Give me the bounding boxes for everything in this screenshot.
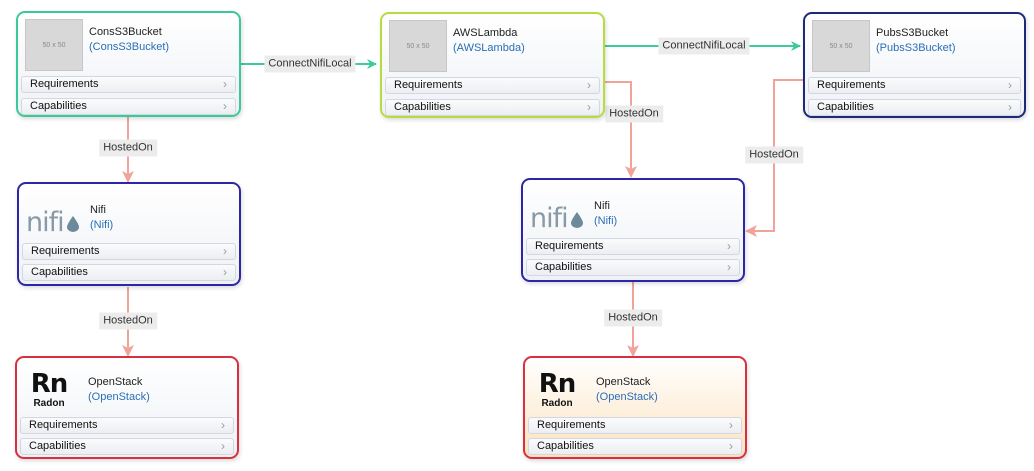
node-pubs-s3-bucket[interactable]: 50 x 50 PubsS3Bucket (PubsS3Bucket) Requ… bbox=[803, 12, 1026, 118]
capabilities-section[interactable]: Capabilities › bbox=[808, 99, 1021, 116]
edge-label-hosted-1: HostedOn bbox=[99, 139, 157, 157]
nifi-logo-text: nifi bbox=[26, 207, 65, 238]
placeholder-image-icon: 50 x 50 bbox=[812, 20, 870, 72]
requirements-label: Requirements bbox=[31, 245, 100, 257]
node-type: (AWSLambda) bbox=[453, 42, 525, 54]
chevron-right-icon: › bbox=[221, 418, 225, 432]
nifi-logo-icon: nifi bbox=[530, 194, 588, 234]
requirements-label: Requirements bbox=[535, 240, 604, 252]
radon-logo-text: Radon bbox=[541, 398, 573, 409]
capabilities-label: Capabilities bbox=[817, 101, 874, 113]
requirements-section[interactable]: Requirements › bbox=[808, 77, 1021, 94]
requirements-section[interactable]: Requirements › bbox=[22, 243, 236, 260]
requirements-section[interactable]: Requirements › bbox=[20, 417, 234, 434]
requirements-label: Requirements bbox=[817, 79, 886, 91]
node-type: (Nifi) bbox=[594, 215, 618, 227]
radon-logo-symbol: Rn bbox=[30, 369, 69, 399]
radon-logo-text: Radon bbox=[33, 398, 65, 409]
requirements-section[interactable]: Requirements › bbox=[385, 77, 600, 94]
node-openstack-left[interactable]: Rn Radon OpenStack (OpenStack) Requireme… bbox=[15, 356, 239, 459]
edge-label-connect-2: ConnectNifiLocal bbox=[658, 37, 750, 55]
edge-lambda-hosted-nifi bbox=[604, 81, 637, 178]
edge-label-hosted-5: HostedOn bbox=[604, 309, 662, 327]
edge-label-hosted-2: HostedOn bbox=[605, 105, 663, 123]
nifi-logo-text: nifi bbox=[530, 203, 569, 234]
requirements-section[interactable]: Requirements › bbox=[528, 417, 742, 434]
requirements-section[interactable]: Requirements › bbox=[21, 76, 236, 93]
edge-label-hosted-3: HostedOn bbox=[745, 146, 803, 164]
placeholder-image-icon: 50 x 50 bbox=[25, 19, 83, 71]
chevron-right-icon: › bbox=[223, 265, 227, 279]
requirements-label: Requirements bbox=[29, 419, 98, 431]
nifi-logo-icon: nifi bbox=[26, 198, 84, 238]
node-type: (OpenStack) bbox=[88, 391, 150, 403]
node-aws-lambda[interactable]: 50 x 50 AWSLambda (AWSLambda) Requiremen… bbox=[380, 12, 605, 118]
node-name: Nifi bbox=[90, 204, 106, 216]
water-drop-icon bbox=[570, 212, 583, 228]
chevron-right-icon: › bbox=[729, 439, 733, 453]
chevron-right-icon: › bbox=[1008, 100, 1012, 114]
capabilities-section[interactable]: Capabilities › bbox=[22, 264, 236, 281]
water-drop-icon bbox=[66, 216, 79, 232]
node-type: (OpenStack) bbox=[596, 391, 658, 403]
chevron-right-icon: › bbox=[1008, 78, 1012, 92]
node-nifi-left[interactable]: nifi Nifi (Nifi) Requirements › Capabilit… bbox=[17, 182, 241, 286]
chevron-right-icon: › bbox=[223, 244, 227, 258]
chevron-right-icon: › bbox=[587, 100, 591, 114]
edge-label-connect-1: ConnectNifiLocal bbox=[264, 55, 356, 73]
node-type: (ConsS3Bucket) bbox=[89, 41, 170, 53]
node-name: Nifi bbox=[594, 200, 610, 212]
chevron-right-icon: › bbox=[223, 99, 227, 113]
radon-logo-symbol: Rn bbox=[538, 369, 577, 399]
capabilities-label: Capabilities bbox=[394, 101, 451, 113]
node-type: (PubsS3Bucket) bbox=[876, 42, 956, 54]
node-name: OpenStack bbox=[596, 376, 651, 388]
capabilities-section[interactable]: Capabilities › bbox=[528, 438, 742, 455]
requirements-label: Requirements bbox=[394, 79, 463, 91]
capabilities-section[interactable]: Capabilities › bbox=[21, 98, 236, 115]
chevron-right-icon: › bbox=[727, 260, 731, 274]
capabilities-section[interactable]: Capabilities › bbox=[385, 99, 600, 116]
radon-logo-icon: Rn Radon bbox=[532, 364, 582, 416]
capabilities-label: Capabilities bbox=[29, 440, 86, 452]
capabilities-label: Capabilities bbox=[535, 261, 592, 273]
capabilities-section[interactable]: Capabilities › bbox=[526, 259, 740, 276]
capabilities-label: Capabilities bbox=[30, 100, 87, 112]
node-name: PubsS3Bucket bbox=[876, 27, 949, 39]
node-name: AWSLambda bbox=[453, 27, 518, 39]
node-type: (Nifi) bbox=[90, 219, 114, 231]
requirements-label: Requirements bbox=[537, 419, 606, 431]
node-name: OpenStack bbox=[88, 376, 143, 388]
chevron-right-icon: › bbox=[587, 78, 591, 92]
chevron-right-icon: › bbox=[727, 239, 731, 253]
capabilities-label: Capabilities bbox=[537, 440, 594, 452]
capabilities-label: Capabilities bbox=[31, 266, 88, 278]
placeholder-image-icon: 50 x 50 bbox=[389, 20, 447, 72]
chevron-right-icon: › bbox=[221, 439, 225, 453]
node-nifi-right[interactable]: nifi Nifi (Nifi) Requirements › Capabilit… bbox=[521, 178, 745, 282]
radon-logo-icon: Rn Radon bbox=[24, 364, 74, 416]
requirements-section[interactable]: Requirements › bbox=[526, 238, 740, 255]
chevron-right-icon: › bbox=[729, 418, 733, 432]
node-openstack-right[interactable]: Rn Radon OpenStack (OpenStack) Requireme… bbox=[523, 356, 747, 459]
edge-label-hosted-4: HostedOn bbox=[99, 312, 157, 330]
capabilities-section[interactable]: Capabilities › bbox=[20, 438, 234, 455]
node-cons-s3-bucket[interactable]: 50 x 50 ConsS3Bucket (ConsS3Bucket) Requ… bbox=[16, 11, 241, 117]
node-name: ConsS3Bucket bbox=[89, 26, 162, 38]
chevron-right-icon: › bbox=[223, 77, 227, 91]
requirements-label: Requirements bbox=[30, 78, 99, 90]
